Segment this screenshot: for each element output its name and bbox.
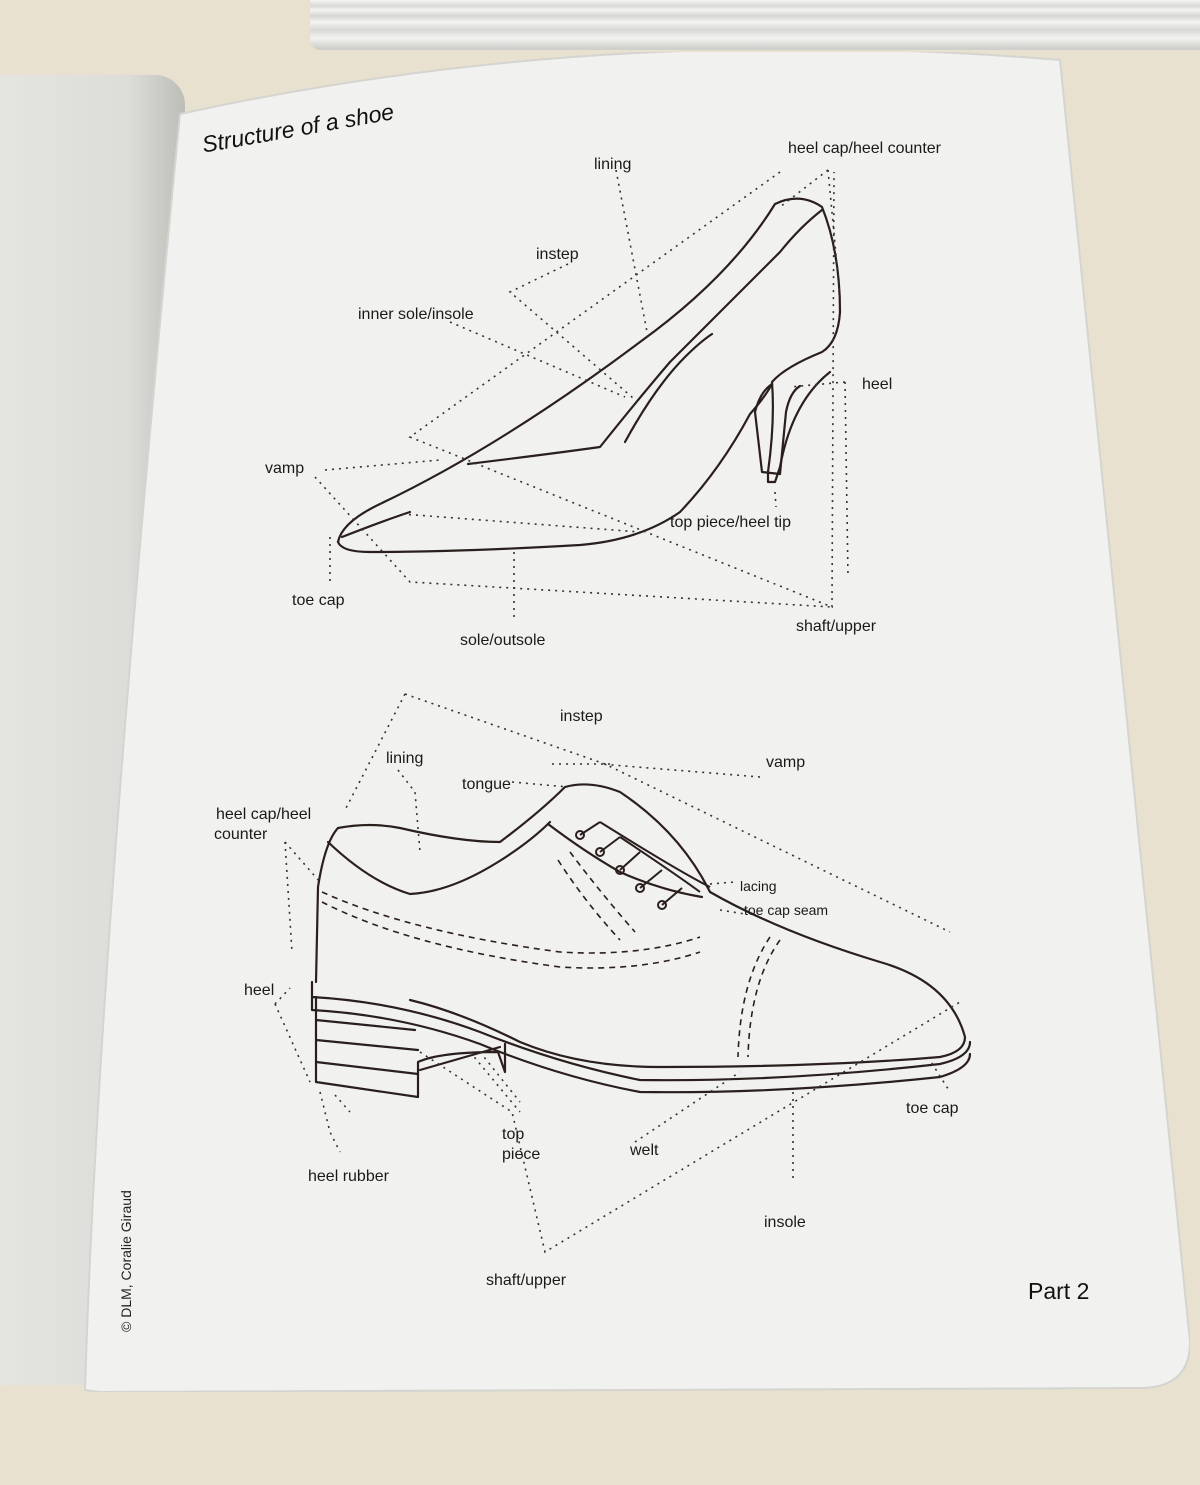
- oxford-label-toe-cap-seam: toe cap seam: [744, 902, 829, 918]
- pump-label-toe-cap: toe cap: [292, 592, 345, 609]
- oxford-upper: [314, 783, 967, 1069]
- paper-stack: [310, 0, 1200, 50]
- pump-label-lining: lining: [594, 156, 632, 173]
- pump-opening: [466, 208, 824, 466]
- oxford-label-instep: instep: [560, 708, 603, 725]
- bleed-through-text: [940, 72, 943, 86]
- pump-toecap: [340, 510, 412, 539]
- oxford-label-top-piece-1: top: [502, 1126, 525, 1143]
- pump-label-instep: instep: [536, 246, 579, 263]
- oxford-label-top-piece-2: piece: [502, 1146, 541, 1163]
- shoe-diagram: [83, 52, 1190, 1392]
- pump-label-sole: sole/outsole: [460, 632, 546, 649]
- copyright-credit: © DLM, Coralie Giraud: [118, 1190, 134, 1332]
- booklet-page: Structure of a shoe lining heel cap/heel…: [80, 52, 1190, 1392]
- oxford-label-welt: welt: [630, 1142, 659, 1159]
- pump-topline: [623, 332, 714, 444]
- oxford-label-tongue: tongue: [462, 776, 511, 793]
- oxford-label-lacing: lacing: [740, 878, 777, 894]
- pump-label-top-piece: top piece/heel tip: [670, 514, 791, 531]
- pump-label-heel: heel: [862, 376, 893, 393]
- pump-label-heel-cap: heel cap/heel counter: [788, 140, 941, 157]
- oxford-heel: [314, 995, 507, 1099]
- oxford-label-insole: insole: [764, 1214, 806, 1231]
- oxford-label-vamp: vamp: [766, 754, 806, 771]
- pump-label-shaft: shaft/upper: [796, 618, 877, 635]
- pump-heel: [753, 382, 802, 476]
- oxford-collar: [326, 820, 552, 896]
- pump-label-vamp: vamp: [265, 460, 305, 477]
- oxford-label-lining: lining: [386, 750, 424, 767]
- oxford-label-heel: heel: [244, 982, 275, 999]
- pump-outline: [336, 197, 842, 544]
- oxford-lacing: [575, 821, 711, 910]
- oxford-label-shaft: shaft/upper: [486, 1272, 567, 1289]
- pump-sole: [336, 382, 774, 554]
- oxford-sole2: [310, 995, 972, 1094]
- page-part-label: Part 2: [1028, 1278, 1090, 1304]
- oxford-label-heel-rubber: heel rubber: [308, 1168, 389, 1185]
- pump-label-inner-sole: inner sole/insole: [358, 306, 474, 323]
- oxford-label-heel-cap-1: heel cap/heel: [216, 806, 312, 823]
- oxford-label-heel-cap-2: counter: [214, 826, 268, 843]
- oxford-sole: [310, 980, 972, 1082]
- oxford-label-toe-cap: toe cap: [906, 1100, 959, 1117]
